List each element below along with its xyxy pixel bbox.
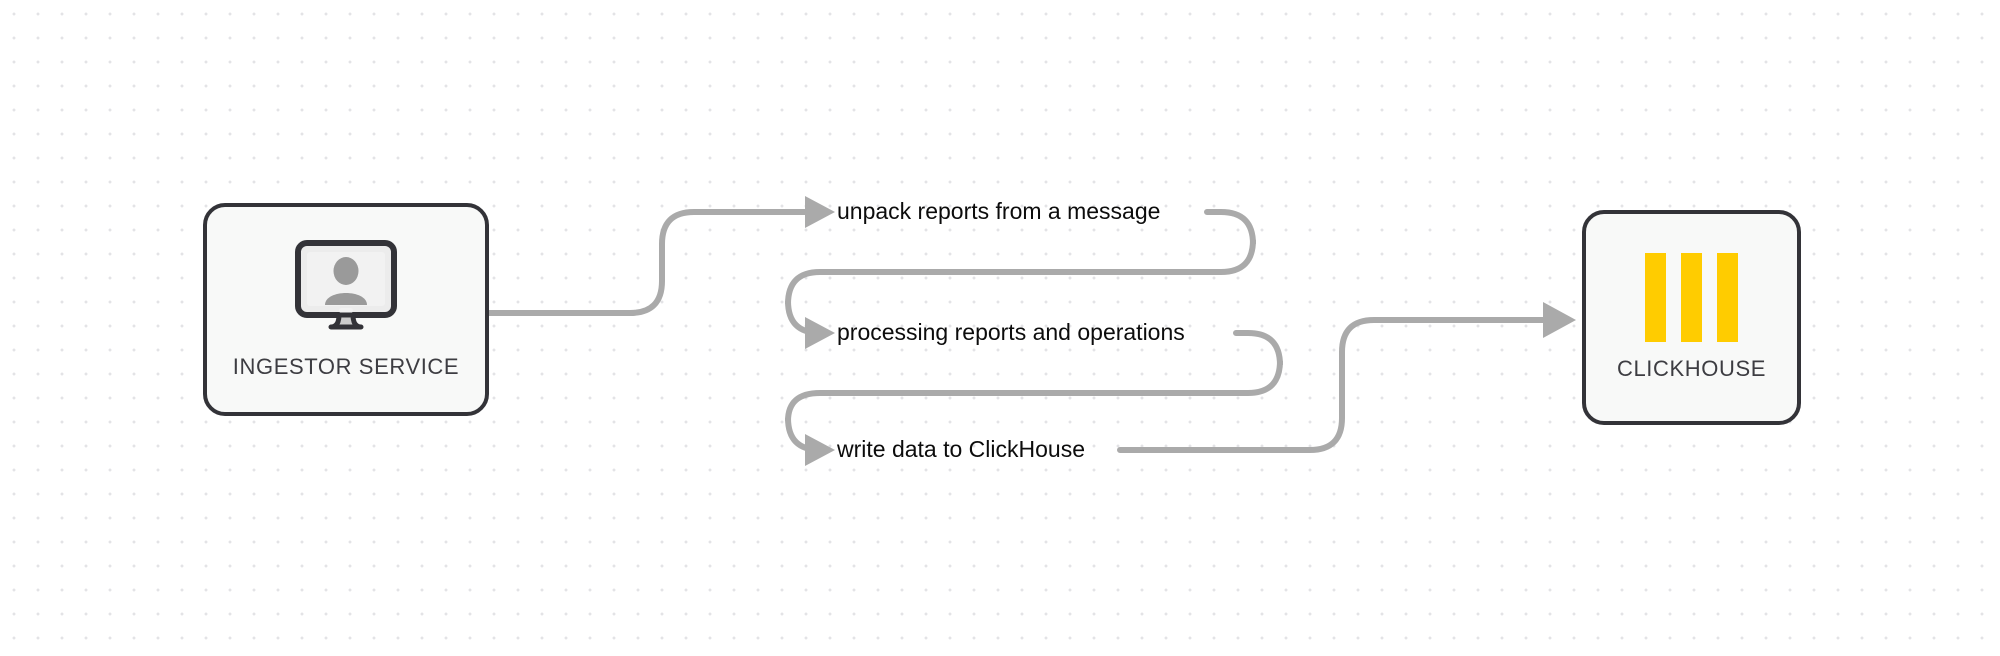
clickhouse-bars-icon (1645, 253, 1738, 342)
clickhouse-bar-2 (1681, 253, 1702, 342)
arrowhead-write (805, 434, 835, 466)
arrowhead-process (805, 317, 835, 349)
node-label-ingestor-service: INGESTOR SERVICE (232, 354, 460, 379)
edge-label-process: processing reports and operations (837, 319, 1185, 345)
edge-process-to-write (785, 330, 1283, 453)
edge-write-to-clickhouse (1117, 317, 1548, 453)
clickhouse-bar-3 (1717, 253, 1738, 342)
node-label-clickhouse: CLICKHOUSE (1616, 356, 1767, 381)
arrowhead-unpack (805, 196, 835, 228)
monitor-user-icon (291, 239, 401, 336)
node-clickhouse[interactable]: CLICKHOUSE (1582, 210, 1801, 425)
clickhouse-bar-1 (1645, 253, 1666, 342)
arrowhead-clickhouse (1543, 302, 1576, 338)
edge-unpack-to-process (785, 209, 1256, 336)
edge-label-write: write data to ClickHouse (837, 436, 1085, 462)
edge-ingestor-to-unpack (486, 209, 811, 316)
edge-label-unpack: unpack reports from a message (837, 198, 1161, 224)
node-ingestor-service[interactable]: INGESTOR SERVICE (203, 203, 489, 416)
